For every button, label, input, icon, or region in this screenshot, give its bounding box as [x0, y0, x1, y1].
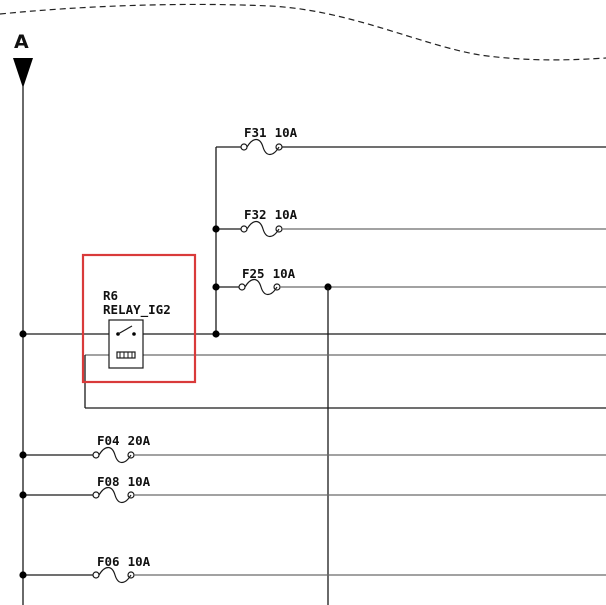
- f04-junction: [19, 451, 27, 459]
- f04-fuse-icon: [92, 446, 135, 464]
- f04-id: F04: [97, 433, 120, 448]
- f32-fuse-icon: [240, 220, 283, 238]
- f31-label: F31 10A: [244, 125, 298, 140]
- relay-coil-icon: [116, 351, 136, 359]
- f08-junction: [19, 491, 27, 499]
- f06-fuse-icon: [92, 566, 135, 584]
- relay-id: R6: [103, 288, 118, 303]
- f32-id: F32: [244, 207, 267, 222]
- f25-junction: [212, 283, 220, 291]
- relay-highlight-box: [81, 253, 197, 384]
- bus-relay-junction: [19, 330, 27, 338]
- f04-label: F04 20A: [97, 433, 151, 448]
- f08-label: F08 10A: [97, 474, 151, 489]
- f08-fuse-icon: [92, 486, 135, 504]
- f06-label: F06 10A: [97, 554, 151, 569]
- f32-junction: [212, 225, 220, 233]
- f08-id: F08: [97, 474, 120, 489]
- f25-fuse-icon: [238, 278, 281, 296]
- bus-label: A: [14, 31, 29, 53]
- f32-rating: 10A: [275, 207, 298, 222]
- relay-switch-icon: [117, 325, 133, 335]
- dashed-boundary: [0, 3, 606, 61]
- f08-rating: 10A: [128, 474, 151, 489]
- f25-rating: 10A: [273, 266, 296, 281]
- relay-symbol: [108, 319, 144, 369]
- f06-junction: [19, 571, 27, 579]
- relay-output-junction: [212, 330, 220, 338]
- f31-rating: 10A: [275, 125, 298, 140]
- bus-arrow-icon: [13, 58, 33, 88]
- f06-rating: 10A: [128, 554, 151, 569]
- f31-id: F31: [244, 125, 267, 140]
- relay-contact-right: [132, 332, 136, 336]
- relay-name: RELAY_IG2: [103, 302, 171, 318]
- f25-id: F25: [242, 266, 265, 281]
- f32-label: F32 10A: [244, 207, 298, 222]
- f25-label: F25 10A: [242, 266, 296, 281]
- f04-rating: 20A: [128, 433, 151, 448]
- f06-id: F06: [97, 554, 120, 569]
- f31-fuse-icon: [240, 138, 283, 156]
